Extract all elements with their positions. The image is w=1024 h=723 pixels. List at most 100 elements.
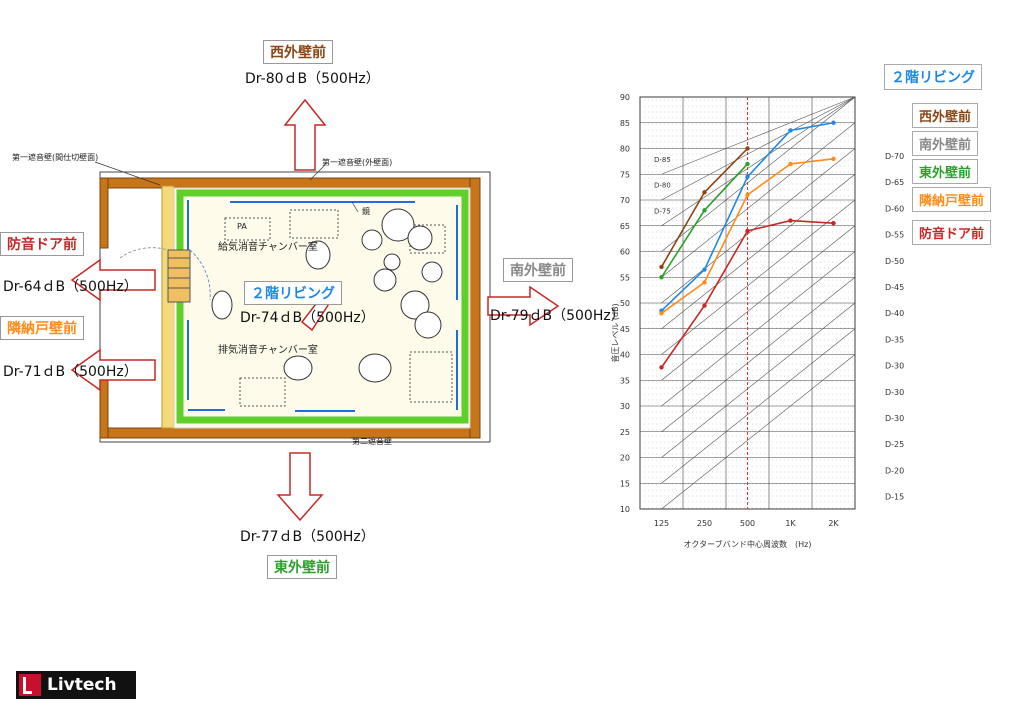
d-label-right: D-45	[885, 283, 904, 292]
y-tick-label: 85	[620, 119, 630, 128]
x-tick-label: 2K	[828, 519, 839, 528]
east-wall-label: 東外壁前	[267, 555, 337, 579]
closet-value: Dr-71ｄB（500Hz）	[3, 364, 138, 380]
y-tick-label: 10	[620, 505, 630, 514]
data-point	[831, 156, 836, 161]
livtech-mark-icon	[19, 674, 41, 696]
y-tick-label: 40	[620, 351, 630, 360]
data-point	[659, 311, 664, 316]
closet-arrow-icon	[70, 348, 156, 392]
y-axis-label: 音圧レベル (dB)	[610, 303, 620, 362]
d-label-right: D-15	[885, 493, 904, 502]
y-tick-label: 80	[620, 145, 630, 154]
data-point	[745, 228, 750, 234]
door-value: Dr-64ｄB（500Hz）	[3, 279, 138, 295]
data-point	[702, 267, 707, 272]
x-tick-label: 250	[697, 519, 712, 528]
x-axis-label: オクターブバンド中心周波数 (Hz)	[684, 539, 812, 549]
y-tick-label: 30	[620, 402, 630, 411]
data-point	[831, 120, 836, 125]
legend-item-west: 西外壁前	[912, 103, 979, 128]
d-label-right: D-20	[885, 466, 904, 475]
y-tick-label: 15	[620, 479, 630, 488]
floor-plan	[70, 98, 560, 522]
d-curve	[661, 354, 856, 510]
d-curve	[661, 96, 856, 226]
y-tick-label: 70	[620, 196, 630, 205]
living2-value: Dr-74ｄB（500Hz）	[240, 310, 375, 326]
closet-front-label: 隣納戸壁前	[0, 316, 84, 340]
d-label-right: D-30	[885, 362, 904, 371]
y-tick-label: 90	[620, 93, 630, 102]
x-tick-label: 1K	[785, 519, 796, 528]
y-tick-label: 65	[620, 222, 630, 231]
d-label-inner: D-80	[654, 182, 671, 190]
y-tick-label: 75	[620, 170, 630, 179]
d-curve	[661, 225, 856, 381]
legend-item-south: 南外壁前	[912, 131, 979, 156]
d-label-right: D-60	[885, 204, 904, 213]
south-arrow-icon	[487, 285, 560, 327]
d-label-right: D-50	[885, 257, 904, 266]
note-first-wall-partition: 第一遮音壁(間仕切壁面)	[12, 153, 99, 162]
east-value: Dr-77ｄB（500Hz）	[240, 529, 375, 545]
d-curve	[661, 148, 856, 304]
data-point	[745, 161, 750, 167]
y-tick-label: 55	[620, 273, 630, 282]
data-point	[788, 128, 793, 133]
note-second-wall: 第二遮音壁	[352, 437, 392, 446]
data-point	[659, 365, 664, 370]
south-value: Dr-79ｄB（500Hz）	[490, 308, 625, 324]
d-curve	[661, 199, 856, 355]
d-curve	[661, 122, 856, 278]
data-point	[702, 280, 707, 285]
pa-label: PA	[237, 222, 247, 231]
data-point	[788, 218, 793, 223]
d-label-right: D-30	[885, 388, 904, 397]
d-label-right: D-55	[885, 231, 904, 240]
x-tick-label: 125	[654, 519, 669, 528]
legend-item-east: 東外壁前	[912, 159, 979, 184]
living2-label: ２階リビング	[244, 281, 342, 305]
y-tick-label: 45	[620, 325, 630, 334]
legend-item-door: 防音ドア前	[912, 220, 992, 245]
data-point	[745, 192, 750, 198]
d-label-right: D-70	[885, 152, 904, 161]
first-wall-exterior	[99, 177, 481, 189]
note-first-wall-exterior: 第一遮音壁(外壁面)	[322, 158, 393, 167]
data-point	[788, 161, 793, 167]
supply-chamber-label: 給気消音チャンバー室	[218, 242, 318, 253]
data-point	[831, 220, 836, 226]
d-label-inner: D-85	[654, 156, 671, 164]
d-label-right: D-40	[885, 309, 904, 318]
logo-text: Livtech	[47, 675, 117, 695]
y-tick-label: 25	[620, 428, 630, 437]
d-curve	[661, 328, 856, 484]
d-curve	[661, 251, 856, 407]
data-point	[702, 190, 707, 195]
d-curve	[661, 96, 856, 175]
d-label-right: D-35	[885, 335, 904, 344]
legend-item-closet: 隣納戸壁前	[912, 187, 992, 212]
south-wall-label: 南外壁前	[503, 258, 573, 282]
d-curve	[661, 302, 856, 458]
d-label-inner: D-75	[654, 207, 671, 215]
second-wall	[176, 189, 469, 424]
livtech-logo: Livtech	[16, 671, 136, 699]
y-tick-label: 35	[620, 376, 630, 385]
east-arrow-icon	[276, 452, 324, 522]
x-tick-label: 500	[740, 519, 755, 528]
d-curve	[661, 277, 856, 432]
data-point	[702, 303, 707, 308]
data-point	[659, 264, 664, 270]
data-point	[745, 146, 750, 151]
d-label-right: D-25	[885, 440, 904, 449]
door-front-label: 防音ドア前	[0, 232, 84, 256]
y-tick-label: 60	[620, 248, 630, 257]
y-tick-label: 50	[620, 299, 630, 308]
d-label-right: D-65	[885, 178, 904, 187]
d-curve	[661, 96, 856, 201]
d-curve	[661, 174, 856, 329]
data-point	[745, 174, 750, 180]
exhaust-chamber-label: 排気消音チャンバー室	[218, 345, 318, 356]
